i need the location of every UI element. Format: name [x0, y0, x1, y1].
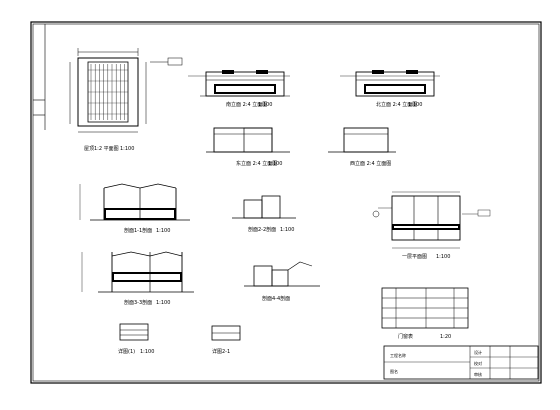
section-3-view: [81, 251, 194, 293]
title-block-design: 设计: [474, 349, 482, 355]
sheet-inner-border: [32, 23, 540, 382]
detail-b-view: [211, 325, 241, 341]
roof-plan-view: [69, 48, 183, 133]
roof-plan-title: 屋顶1:2 平面图: [84, 146, 119, 152]
roof-plan-scale: 1:100: [120, 146, 134, 152]
title-block-drawing-name: 图名: [390, 368, 398, 374]
section-3-title: 剖面3-3剖面: [124, 299, 152, 306]
north-elevation-scale: 1:100: [408, 102, 422, 108]
north-elevation-view: [340, 70, 440, 97]
title-block-review: 审核: [474, 371, 482, 377]
east-elevation-title: 东立面 2:4 立面图: [236, 160, 277, 167]
detail-b-title: 详图2-1: [212, 348, 230, 355]
section-3-scale: 1:100: [156, 300, 170, 306]
sheet-outer-border: [30, 21, 542, 384]
section-2-title: 剖面2-2剖面: [248, 226, 276, 233]
section-4-title: 剖面4-4剖面: [262, 295, 290, 302]
section-1-view: [79, 183, 190, 221]
floor-plan-title: 一层平面图: [402, 254, 427, 260]
north-elevation-title: 北立面 2:4 立面图: [376, 101, 417, 108]
east-elevation-scale: 1:100: [268, 161, 282, 167]
title-block-check: 校对: [474, 360, 482, 366]
section-4-view: [244, 261, 320, 287]
title-block: [383, 345, 539, 380]
section-2-scale: 1:100: [280, 227, 294, 233]
table-title: 门窗表: [398, 333, 413, 340]
title-block-project: 工程名称: [390, 352, 406, 358]
south-elevation-scale: 1:100: [258, 102, 272, 108]
south-elevation-view: [188, 70, 290, 97]
south-elevation-title: 南立面 2:4 立面图: [226, 101, 267, 108]
west-elevation-title: 西立面 2:4 立面图: [350, 160, 391, 167]
west-elevation-view: [328, 127, 396, 153]
table-scale: 1:20: [440, 334, 451, 340]
section-1-scale: 1:100: [156, 228, 170, 234]
floor-plan-view: [372, 191, 491, 249]
floor-plan-scale: 1:100: [436, 254, 450, 260]
section-2-view: [232, 195, 296, 219]
east-elevation-view: [206, 127, 290, 153]
detail-a-title: 详图(1): [118, 348, 135, 355]
section-1-title: 剖面1-1剖面: [124, 227, 152, 234]
door-window-table: [381, 287, 469, 329]
detail-a-scale: 1:100: [140, 349, 154, 355]
detail-a-view: [119, 323, 149, 341]
